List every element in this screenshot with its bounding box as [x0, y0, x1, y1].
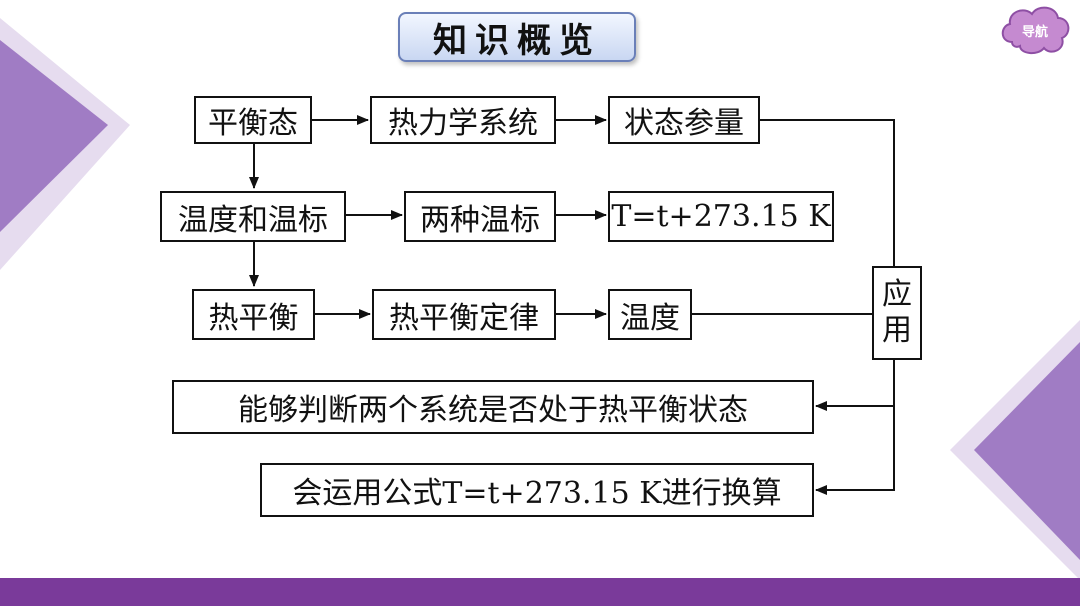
arrow-apply-to-outcome-1: [815, 360, 895, 411]
outcome-use-formula: 会运用公式T=t+273.15 K进行换算: [260, 463, 814, 517]
cloud-icon: [1001, 6, 1070, 54]
arrow-apply-to-outcome-2: [815, 406, 895, 495]
page-title: 知识概览: [398, 12, 636, 62]
node-two-scales: 两种温标: [404, 191, 556, 242]
node-thermal-equilibrium-law: 热平衡定律: [372, 289, 556, 340]
application-char-1: 应: [882, 277, 912, 312]
node-temperature: 温度: [608, 289, 692, 340]
node-formula: T=t+273.15 K: [608, 191, 834, 242]
node-thermodynamic-system: 热力学系统: [370, 96, 556, 144]
node-state-parameters: 状态参量: [608, 96, 760, 144]
right-triangle-decoration: [950, 320, 1080, 580]
node-thermal-equilibrium: 热平衡: [192, 289, 315, 340]
application-char-2: 用: [882, 313, 912, 348]
node-temperature-and-scale: 温度和温标: [160, 191, 346, 242]
nav-button[interactable]: 导航: [998, 2, 1072, 58]
outcome-judge-equilibrium: 能够判断两个系统是否处于热平衡状态: [172, 380, 814, 434]
node-application: 应 用: [872, 266, 922, 360]
bottom-bar: [0, 578, 1080, 606]
nav-label: 导航: [1021, 24, 1048, 40]
line-state-to-apply: [760, 119, 895, 266]
left-triangle-decoration: [0, 18, 130, 270]
node-equilibrium-state: 平衡态: [194, 96, 312, 144]
